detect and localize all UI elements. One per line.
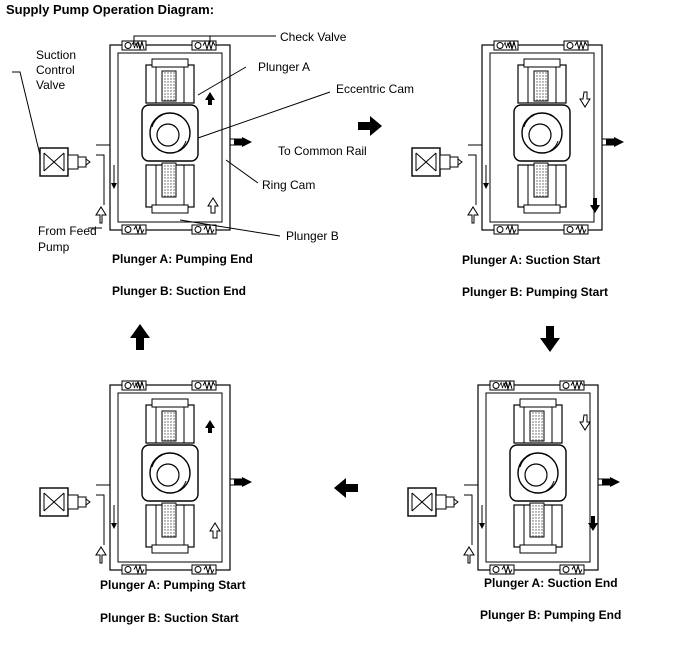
diagram-title: Supply Pump Operation Diagram: — [6, 2, 215, 17]
stage-2-caption-a: Plunger A: Suction Start — [462, 253, 601, 267]
from-feed-pump-label-1: From Feed — [38, 224, 97, 238]
stage-3-caption-b: Plunger B: Pumping End — [480, 608, 622, 622]
plunger-a-label: Plunger A — [258, 60, 311, 74]
suction-control-valve-label-3: Valve — [36, 78, 66, 92]
transition-arrow-down — [540, 326, 560, 352]
stage-3-caption-a: Plunger A: Suction End — [484, 576, 618, 590]
ring-cam-label: Ring Cam — [262, 178, 316, 192]
stage-4-caption-a: Plunger A: Pumping Start — [100, 578, 246, 592]
stage-2-caption-b: Plunger B: Pumping Start — [462, 285, 609, 299]
plunger-b-label: Plunger B — [286, 229, 339, 243]
to-common-rail-label: To Common Rail — [278, 144, 367, 158]
suction-control-valve-label-2: Control — [36, 63, 75, 77]
check-valve-label: Check Valve — [280, 30, 347, 44]
eccentric-cam-label: Eccentric Cam — [336, 82, 415, 96]
stage-4-caption-b: Plunger B: Suction Start — [100, 611, 239, 625]
stage-1-caption-a: Plunger A: Pumping End — [112, 252, 253, 266]
stage-1-caption-b: Plunger B: Suction End — [112, 284, 246, 298]
from-feed-pump-label-2: Pump — [38, 240, 70, 254]
transition-arrow-left — [334, 478, 358, 498]
suction-control-valve-label-1: Suction — [36, 48, 77, 62]
transition-arrow-up — [130, 324, 150, 350]
transition-arrow-right — [358, 116, 382, 136]
